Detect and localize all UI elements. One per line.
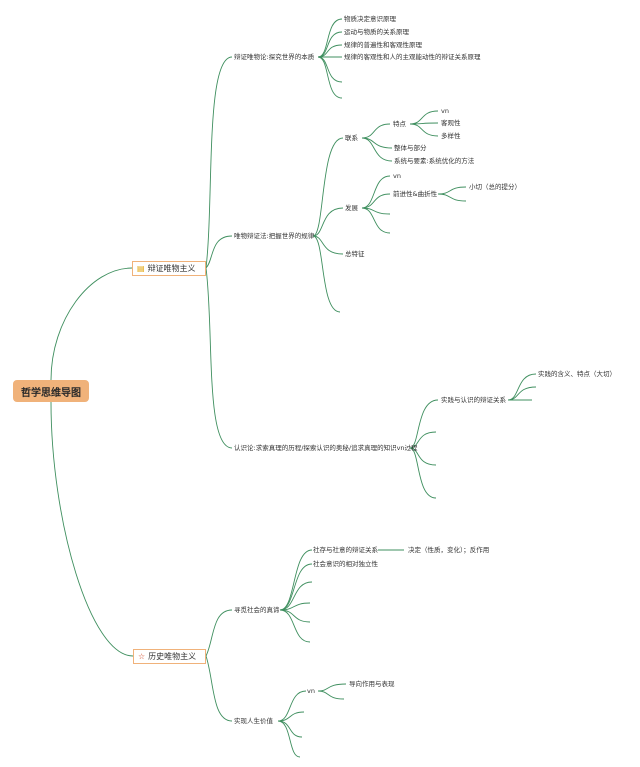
- document-icon: ▤: [137, 264, 145, 273]
- connector-fazhan-vn: [361, 175, 391, 209]
- connector-shehui-e4: [279, 609, 311, 643]
- connector-shehui-e1: [279, 581, 313, 611]
- node-materialist-dialectics[interactable]: 唯物辩证法:把握世界的规律: [234, 232, 315, 240]
- branch-historical-materialism[interactable]: ☆ 历史唯物主义: [133, 649, 206, 664]
- connector-l2b-empty: [312, 235, 341, 313]
- node-zongtezheng[interactable]: 总特征: [345, 250, 365, 258]
- node-leaf[interactable]: 客观性: [441, 119, 461, 127]
- node-leaf[interactable]: 多样性: [441, 132, 461, 140]
- connector-b2-l2a: [205, 609, 233, 657]
- node-leaf[interactable]: 导向作用与表现: [349, 680, 395, 688]
- connector-l2a-6: [317, 56, 343, 99]
- node-vn[interactable]: vn: [307, 687, 315, 695]
- node-qianjinxing[interactable]: 前进性&曲折性: [393, 190, 438, 198]
- node-shehui[interactable]: 寻觅社会的真谛: [234, 606, 280, 614]
- branch-dialectical-materialism[interactable]: ▤ 辩证唯物主义: [132, 261, 206, 276]
- node-leaf[interactable]: vn: [393, 172, 401, 180]
- branch-label: 历史唯物主义: [148, 652, 197, 661]
- connector-l2c-shijian: [409, 399, 439, 449]
- connector-l2a-1: [317, 18, 343, 58]
- node-leaf[interactable]: 物质决定意识原理: [344, 15, 396, 23]
- connector-qianjin-empty: [437, 193, 467, 202]
- node-dialectical-ontology[interactable]: 辩证唯物论:探究世界的本质: [234, 53, 315, 61]
- node-shecun[interactable]: 社存与社意的辩证关系: [313, 546, 378, 554]
- star-icon: ☆: [138, 652, 146, 661]
- connector-vn-daoxiang: [317, 683, 347, 692]
- connector-rensheng-e3: [277, 720, 301, 758]
- connector-vn-empty: [317, 690, 345, 700]
- connector-b1-l2a: [205, 56, 233, 269]
- node-fazhan[interactable]: 发展: [345, 204, 358, 212]
- connector-l2b-lianxi: [312, 137, 344, 237]
- connector-b1-l2c: [205, 267, 233, 449]
- node-tedian[interactable]: 特点: [393, 120, 406, 128]
- node-leaf[interactable]: 整体与部分: [394, 144, 427, 152]
- node-leaf[interactable]: 运动与物质的关系原理: [344, 28, 409, 36]
- connector-shehui-e3: [279, 609, 311, 623]
- node-note: 决定（性质，变化）；反作用: [408, 546, 490, 554]
- connector-tedian-duoyang: [409, 123, 439, 137]
- node-leaf[interactable]: 系统与要素:系统优化的方法: [394, 157, 475, 165]
- connector-tedian-vn: [409, 110, 439, 125]
- connector-rensheng-vn: [277, 690, 307, 722]
- connector-fazhan-e2: [361, 207, 391, 234]
- connector-rensheng-e1: [277, 711, 305, 722]
- node-leaf[interactable]: vn: [441, 107, 449, 115]
- connector-fazhan-qianjin: [361, 193, 391, 209]
- node-leaf[interactable]: 实践的含义、特点（大切）: [538, 370, 616, 378]
- connector-shijian-hanyi: [507, 373, 537, 401]
- connector-qianjin-xiaoqie: [437, 186, 467, 195]
- connector-l2b-fazhan: [312, 207, 344, 237]
- connector-l2a-5: [317, 56, 343, 83]
- connector-b2-l2b: [205, 655, 233, 722]
- connector-lianxi-xitong: [361, 137, 393, 162]
- connector-lianxi-tedian: [361, 123, 391, 139]
- node-leaf[interactable]: 规律的客观性和人的主观能动性的辩证关系原理: [344, 53, 481, 61]
- connector-root-b2: [50, 401, 134, 657]
- branch-label: 辩证唯物主义: [147, 264, 196, 273]
- connector-shehui-shecun: [279, 549, 313, 611]
- connector-root-b1: [50, 267, 133, 381]
- node-leaf[interactable]: 规律的普遍性和客观性原理: [344, 41, 422, 49]
- node-rensheng[interactable]: 实现人生价值: [234, 717, 273, 725]
- node-shijian[interactable]: 实践与认识的辩证关系: [441, 396, 506, 404]
- node-lianxi[interactable]: 联系: [345, 134, 358, 142]
- connector-rensheng-e2: [277, 720, 303, 738]
- connector-l2a-2: [317, 31, 343, 58]
- node-epistemology[interactable]: 认识论:求索真理的历程/探索认识的奥秘/追求真理的知识vn过程: [234, 444, 418, 452]
- node-leaf[interactable]: 社会意识的相对独立性: [313, 560, 378, 568]
- connector-b1-l2b: [205, 235, 233, 269]
- node-leaf[interactable]: 小切（总的提分）: [469, 183, 521, 191]
- connector-l2b-zongtezheng: [312, 235, 344, 255]
- root-node: 哲学思维导图: [13, 380, 89, 402]
- connector-l2c-e3: [409, 447, 437, 499]
- connector-l2c-e1: [409, 431, 437, 449]
